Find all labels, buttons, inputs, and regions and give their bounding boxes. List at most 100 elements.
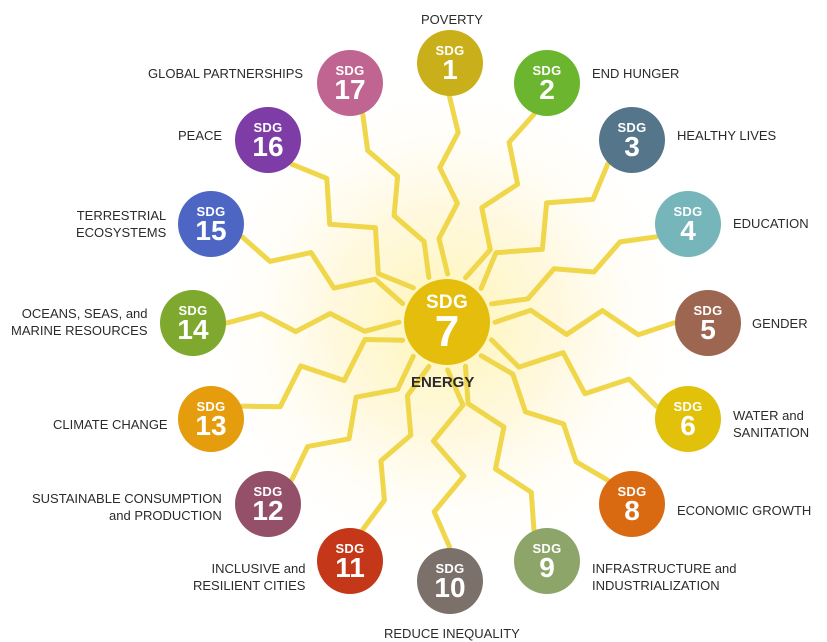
sdg-prefix: SDG — [532, 62, 562, 78]
ray-to-sdg-11 — [360, 364, 432, 532]
ray-to-sdg-10 — [430, 367, 467, 550]
label-line: ECOSYSTEMS — [76, 225, 167, 240]
sdg-number: 1 — [442, 53, 458, 85]
sdg-prefix: SDG — [335, 540, 365, 556]
sdg-prefix: SDG — [435, 560, 465, 576]
sdg-5-label: GENDER — [752, 315, 808, 332]
ray-to-sdg-2 — [463, 111, 537, 281]
label-line: INCLUSIVE and — [211, 561, 306, 576]
sdg-number: 13 — [195, 409, 227, 441]
sdg-3-label: HEALTHY LIVES — [677, 127, 776, 144]
label-line: REDUCE INEQUALITY — [384, 626, 520, 641]
ray-to-sdg-12 — [289, 353, 416, 483]
sdg-number: 16 — [252, 130, 284, 162]
ray-to-sdg-16 — [289, 161, 416, 291]
label-line: and PRODUCTION — [109, 508, 222, 523]
sdg-17-label: GLOBAL PARTNERSHIPS — [148, 65, 303, 82]
sdg-prefix: SDG — [196, 203, 226, 219]
ray-to-sdg-4 — [489, 234, 659, 307]
sdg-1-label: POVERTY — [421, 11, 483, 28]
label-line: HEALTHY LIVES — [677, 128, 777, 143]
sdg-prefix: SDG — [673, 203, 703, 219]
hub-label-energy: ENERGY — [411, 374, 475, 391]
sdg-7-energy-circle[interactable]: SDG 7 — [404, 279, 490, 365]
sdg-number: 4 — [680, 214, 696, 246]
label-line: CLIMATE CHANGE — [53, 417, 168, 432]
sdg-prefix: SDG — [617, 119, 647, 135]
sdg-prefix: SDG — [178, 302, 208, 318]
label-line: SANITATION — [733, 425, 810, 440]
ray-to-sdg-15 — [239, 234, 406, 307]
ray-to-sdg-14 — [224, 311, 402, 335]
label-line: GENDER — [752, 316, 808, 331]
sdg-number: 15 — [195, 214, 227, 246]
ray-to-sdg-3 — [478, 161, 611, 291]
sdg-2-label: END HUNGER — [592, 65, 679, 82]
sdg-number: 8 — [624, 494, 640, 526]
label-line: PEACE — [178, 128, 223, 143]
sdg-10-label: REDUCE INEQUALITY — [384, 625, 520, 642]
label-line: ECONOMIC GROWTH — [677, 503, 812, 518]
ray-to-sdg-17 — [360, 112, 432, 280]
sdg-number: 5 — [700, 313, 716, 345]
sdg-number: 11 — [335, 551, 365, 583]
ray-to-sdg-9 — [463, 363, 537, 533]
label-line: TERRESTRIAL — [76, 208, 167, 223]
sdg-prefix: SDG — [532, 540, 562, 556]
ray-to-sdg-1 — [436, 94, 461, 277]
sdg-8-label: ECONOMIC GROWTH — [677, 502, 811, 519]
sdg-13-label: CLIMATE CHANGE — [53, 416, 168, 433]
ray-to-sdg-5 — [492, 307, 677, 338]
sdg-number: 3 — [624, 130, 640, 162]
ray-to-sdg-13 — [239, 337, 406, 410]
label-line: MARINE RESOURCES — [11, 323, 148, 338]
sdg-prefix: SDG — [617, 483, 647, 499]
sdg-prefix: SDG — [335, 62, 365, 78]
sdg-prefix: SDG — [253, 483, 283, 499]
label-line: INFRASTRUCTURE and — [592, 561, 737, 576]
label-line: END HUNGER — [592, 66, 680, 81]
label-line: EDUCATION — [733, 216, 809, 231]
sdg-number: 6 — [680, 409, 696, 441]
label-line: INDUSTRIALIZATION — [592, 578, 720, 593]
hub-number: 7 — [434, 306, 460, 356]
sdg-4-label: EDUCATION — [733, 215, 809, 232]
sdg-prefix: SDG — [253, 119, 283, 135]
sdg-number: 17 — [334, 73, 366, 105]
sdg-number: 10 — [434, 571, 466, 603]
sdg-prefix: SDG — [673, 398, 703, 414]
sdg-number: 9 — [539, 551, 555, 583]
sdg-number: 14 — [177, 313, 209, 345]
sdg-prefix: SDG — [693, 302, 723, 318]
label-line: POVERTY — [421, 12, 483, 27]
sdg-prefix: SDG — [196, 398, 226, 414]
sdg-16-label: PEACE — [178, 127, 222, 144]
label-line: GLOBAL PARTNERSHIPS — [148, 66, 304, 81]
hub-prefix: SDG — [425, 291, 469, 313]
label-line: OCEANS, SEAS, and — [21, 306, 148, 321]
sdg-15-label: TERRESTRIAL ECOSYSTEMS — [76, 207, 166, 241]
sdg-number: 12 — [252, 494, 284, 526]
